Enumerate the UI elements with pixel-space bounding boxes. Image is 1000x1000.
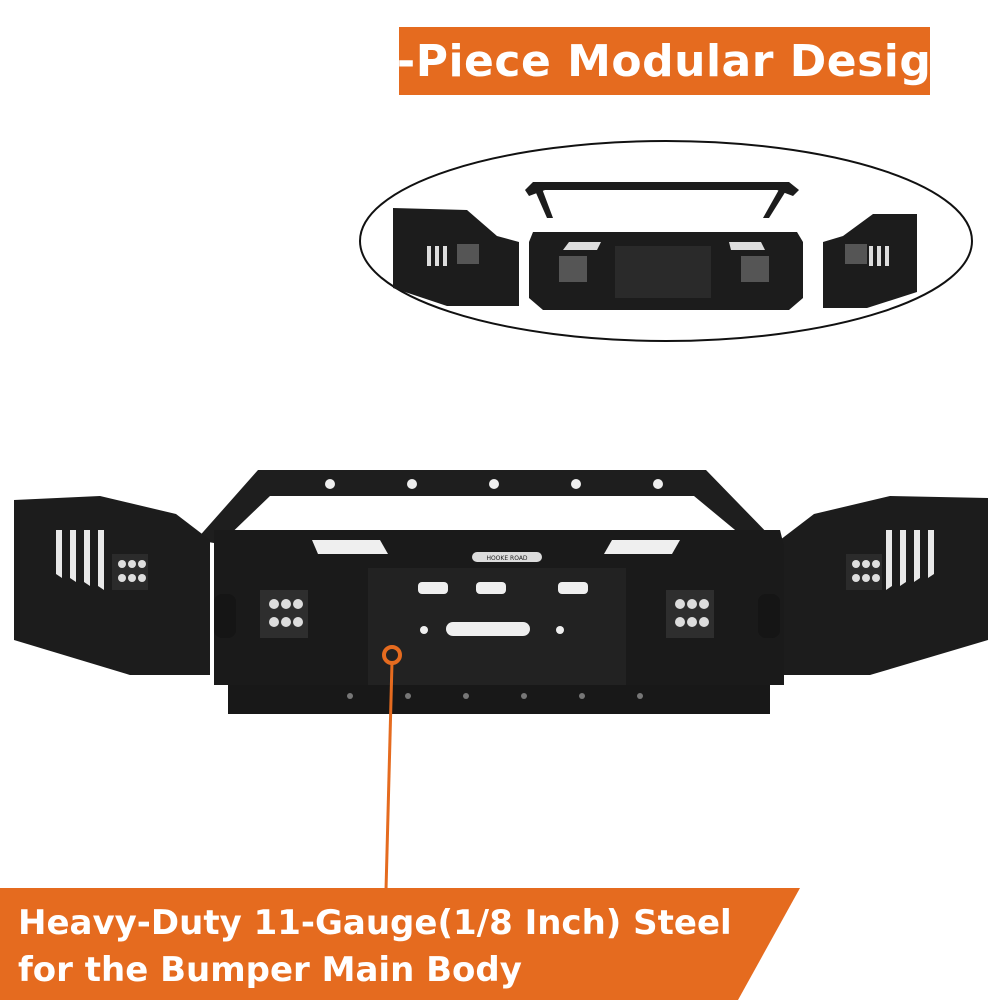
brand-logo: HOOKE ROAD (486, 555, 527, 562)
shackle-mount-left (214, 594, 236, 638)
hoop-bolt-holes (325, 479, 663, 489)
bumper-right-wing (780, 496, 988, 675)
skid-plate (228, 685, 770, 714)
callout-line (384, 661, 394, 891)
center-cutout-right (604, 540, 680, 554)
caption-text: Heavy-Duty 11-Gauge(1/8 Inch) Steel for … (18, 900, 732, 994)
inset-hoop (525, 182, 799, 196)
skid-plate-holes (347, 693, 643, 699)
inset-left-wing-light (457, 244, 479, 264)
center-light-left (260, 590, 308, 638)
callout-pointer (382, 645, 402, 891)
inset-left-vents (427, 246, 447, 266)
winch-plate-slots (418, 582, 588, 636)
inset-right-wing-light (845, 244, 867, 264)
left-wing-light (112, 554, 148, 590)
inset-center-light-left (559, 256, 587, 282)
left-wing-vents (56, 530, 104, 590)
brand-logo-plate (472, 552, 542, 562)
center-light-right (666, 590, 714, 638)
caption-line-2: for the Bumper Main Body (18, 950, 522, 990)
circle-marker-icon (382, 645, 402, 665)
bumper-hoop (196, 470, 774, 544)
shackle-mount-right (758, 594, 780, 638)
bumper-assembled: HOOKE ROAD (14, 470, 988, 714)
center-cutout-left (312, 540, 388, 554)
inset-hoop-leg-left (533, 186, 553, 218)
inset-left-wing (393, 208, 519, 306)
inset-cutout-left (563, 242, 601, 250)
right-wing-vents (886, 530, 934, 590)
page-title: 3-Piece Modular Design (365, 35, 964, 87)
inset-cutout-right (729, 242, 765, 250)
inset-hoop-leg-right (763, 186, 789, 218)
right-wing-light (846, 554, 882, 590)
caption-line-1: Heavy-Duty 11-Gauge(1/8 Inch) Steel (18, 903, 732, 943)
inset-center-light-right (741, 256, 769, 282)
inset-winch-plate (615, 246, 711, 298)
title-banner: 3-Piece Modular Design (366, 27, 963, 95)
inset-right-vents (869, 246, 889, 266)
modular-inset (359, 140, 973, 342)
caption-banner (0, 888, 800, 1000)
